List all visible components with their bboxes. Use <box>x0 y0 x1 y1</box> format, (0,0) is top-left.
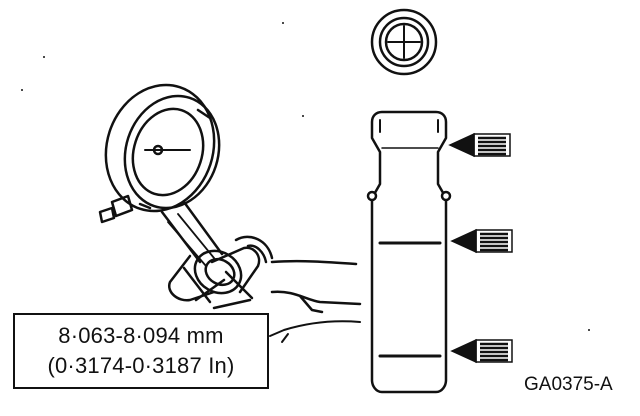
bore-end-view <box>370 8 438 76</box>
spec-metric: 8·063-8·094 mm <box>58 323 224 348</box>
measurement-arrow-icon <box>450 228 513 254</box>
connecting-rod <box>98 83 274 295</box>
pin-bore-section <box>366 110 452 394</box>
rod-bolt-icon <box>110 194 134 218</box>
spec-imperial: (0·3174-0·3187 In) <box>47 353 235 378</box>
figure-id: GA0375-A <box>524 374 613 395</box>
specification-box: 8·063-8·094 mm (0·3174-0·3187 In) <box>13 313 269 389</box>
measurement-arrow-icon <box>450 338 513 364</box>
scan-specks <box>21 22 590 331</box>
bore-gauge <box>167 246 362 343</box>
measurement-arrow-icon <box>448 132 511 158</box>
measurement-arrows <box>448 132 513 364</box>
